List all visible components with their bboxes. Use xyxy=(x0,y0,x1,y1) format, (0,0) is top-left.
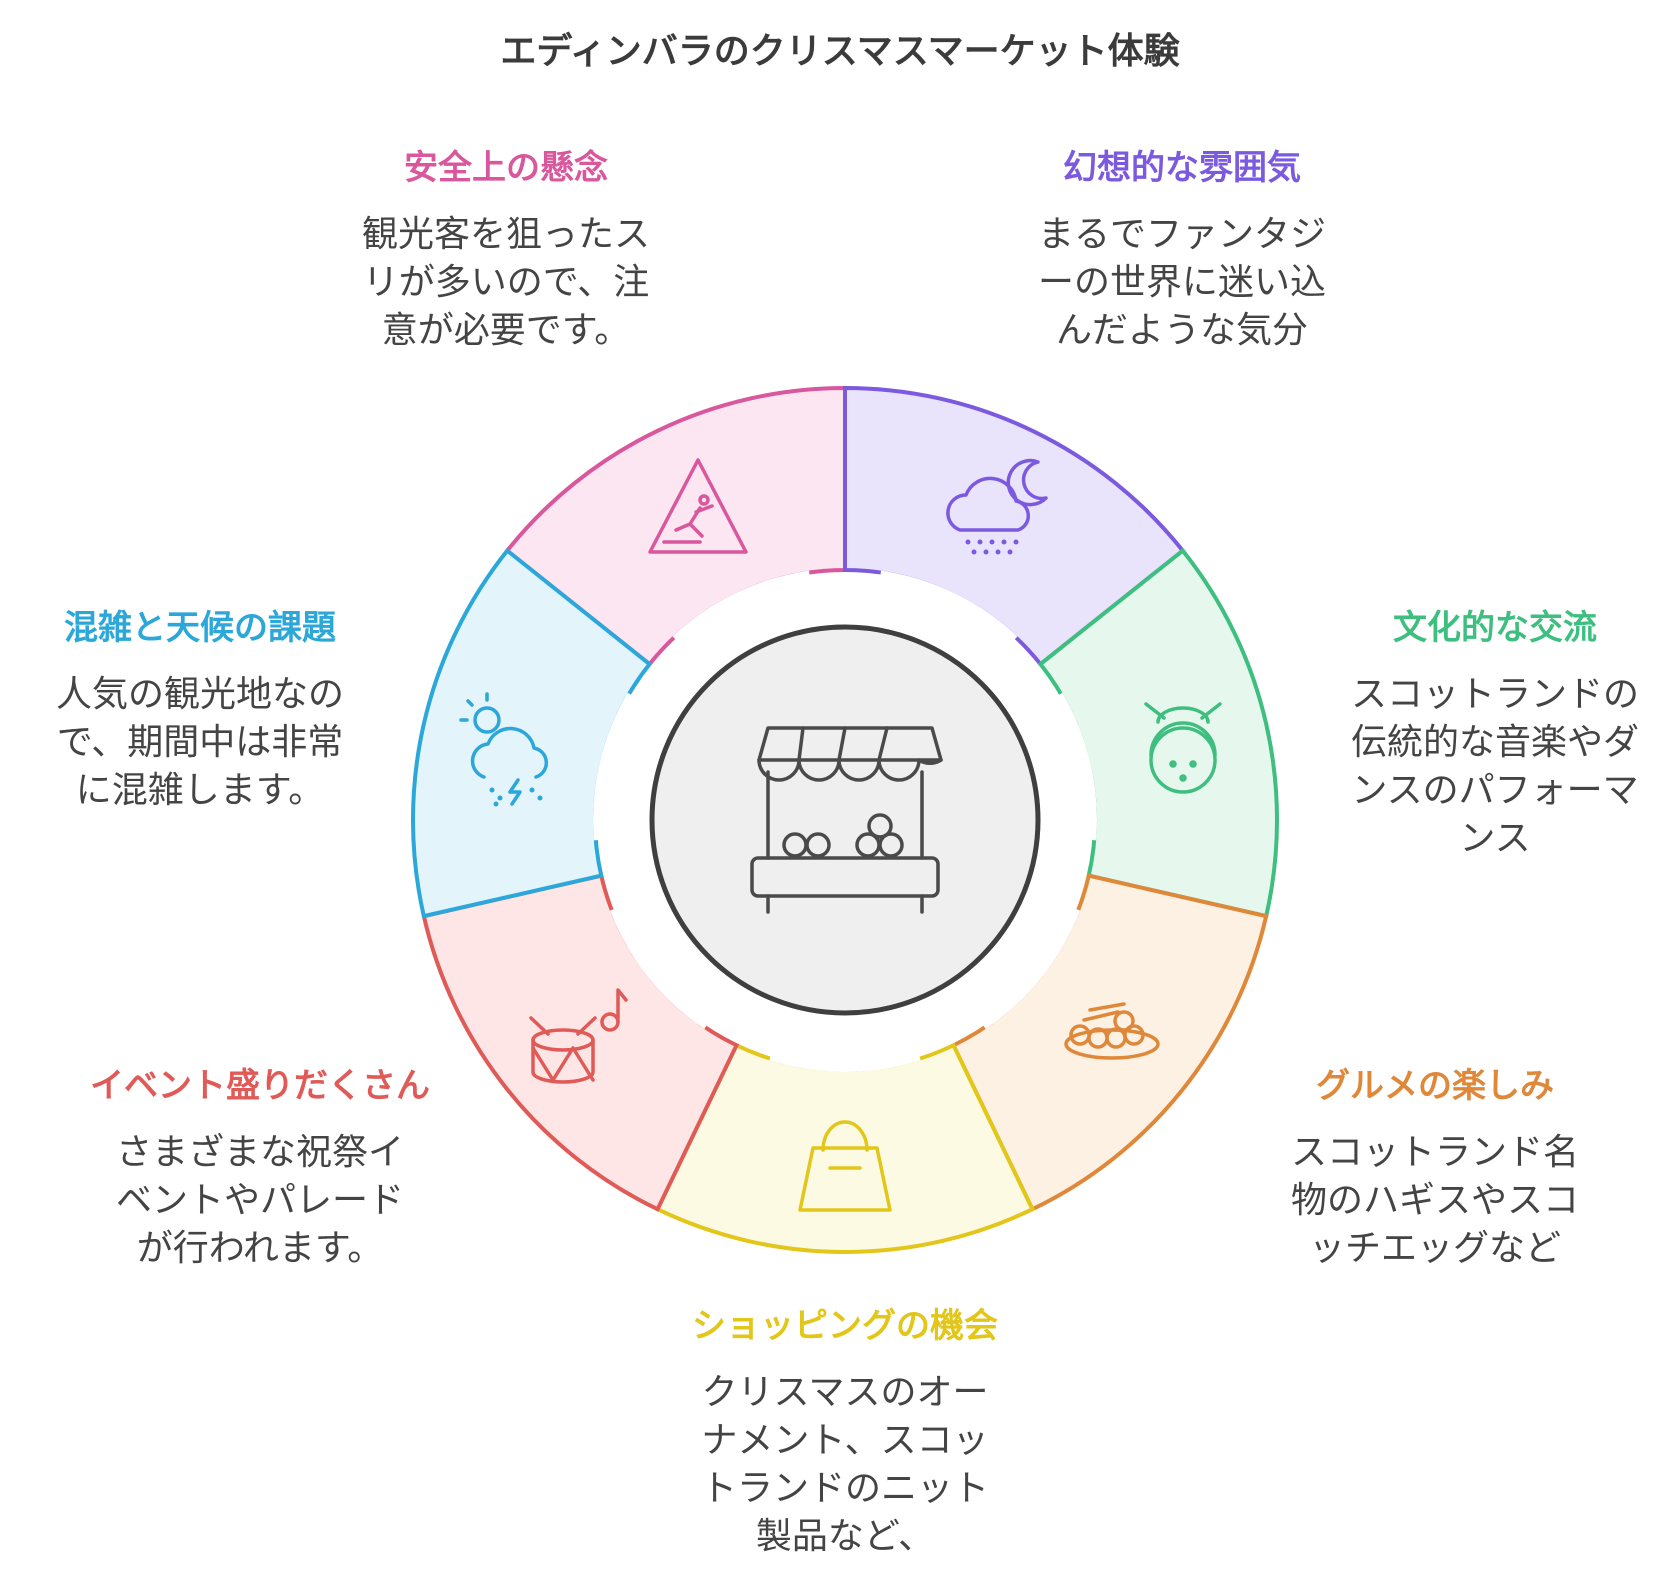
topic-body-line: トランドのニット xyxy=(700,1467,989,1509)
topic-heading: グルメの楽しみ xyxy=(1316,1066,1554,1106)
topic-body-line: ンスのパフォーマ xyxy=(1351,769,1639,811)
topic-events: イベント盛りだくさん さまざまな祝祭イ ベントやパレード が行われます。 xyxy=(40,1066,480,1273)
topic-body-line: スコットランド名 xyxy=(1290,1131,1579,1173)
topic-body-line: クリスマスのオー xyxy=(701,1371,989,1413)
topic-body-line: ンス xyxy=(1459,817,1531,859)
center-hub xyxy=(649,624,1041,1016)
wheel-gap-gourmet xyxy=(954,890,1081,1030)
topic-body-line: 物のハギスやスコ xyxy=(1290,1179,1579,1221)
wheel-gap-shopping xyxy=(769,1006,921,1072)
wheel-inner-gaps xyxy=(593,570,1097,1072)
topic-body-line: ーの世界に迷い込 xyxy=(1037,261,1326,303)
topic-body-line: ッチエッグなど xyxy=(1308,1227,1561,1269)
topic-gourmet: グルメの楽しみ スコットランド名 物のハギスやスコ ッチエッグなど xyxy=(1250,1066,1620,1273)
warning-slip-icon xyxy=(648,458,748,554)
market-stall-icon xyxy=(750,726,943,914)
topic-body-line: が行われます。 xyxy=(136,1227,384,1269)
topic-heading: 幻想的な雰囲気 xyxy=(1063,148,1301,188)
topic-body-line: 観光客を狙ったス xyxy=(361,213,650,255)
drum-music-icon xyxy=(529,988,628,1084)
topic-crowds: 混雑と天候の課題 人気の観光地なの で、期間中は非常 に混雑します。 xyxy=(20,608,380,815)
wheel-gap-culture xyxy=(1014,692,1097,841)
snow-cloud-moon-icon xyxy=(946,458,1048,555)
topic-heading: 安全上の懸念 xyxy=(404,148,608,188)
topic-body-line: 意が必要です。 xyxy=(381,309,631,351)
topic-body-line: ベントやパレード xyxy=(115,1179,404,1221)
topic-body-line: まるでファンタジ xyxy=(1037,213,1326,255)
diagram-title: エディンバラのクリスマスマーケット体験 xyxy=(500,31,1180,72)
shopping-bag-icon xyxy=(798,1120,892,1212)
topic-heading: 混雑と天候の課題 xyxy=(64,608,336,648)
topic-body-line: んだような気分 xyxy=(1055,309,1308,351)
topic-safety: 安全上の懸念 観光客を狙ったス リが多いので、注 意が必要です。 xyxy=(286,148,726,355)
wheel-gap-safety xyxy=(672,570,817,678)
topic-shopping: ショッピングの機会 クリスマスのオー ナメント、スコッ トランドのニット 製品な… xyxy=(625,1306,1065,1561)
storm-cloud-sun-icon xyxy=(459,692,549,807)
topic-atmosphere: 幻想的な雰囲気 まるでファンタジ ーの世界に迷い込 んだような気分 xyxy=(962,148,1402,355)
topic-body-line: ナメント、スコッ xyxy=(701,1419,989,1461)
topic-heading: 文化的な交流 xyxy=(1393,608,1597,648)
topic-culture: 文化的な交流 スコットランドの 伝統的な音楽やダ ンスのパフォーマ ンス xyxy=(1315,608,1675,863)
food-platter-icon xyxy=(1064,1002,1160,1060)
topic-heading: ショッピングの機会 xyxy=(692,1306,998,1346)
topic-body-line: 製品など、 xyxy=(755,1515,935,1557)
geisha-face-icon xyxy=(1144,702,1222,794)
topic-body-line: 人気の観光地なの xyxy=(55,673,344,715)
wheel-gap-crowds xyxy=(593,692,676,841)
topic-heading: イベント盛りだくさん xyxy=(90,1066,430,1106)
wheel-gap-atmosphere xyxy=(873,570,1018,678)
topic-body-line: リが多いので、注 xyxy=(362,261,650,303)
topic-body-line: さまざまな祝祭イ xyxy=(115,1131,404,1173)
topic-body-line: 伝統的な音楽やダ xyxy=(1350,721,1639,763)
wheel-gap-events xyxy=(609,890,736,1030)
topic-body-line: で、期間中は非常 xyxy=(56,721,344,763)
topic-body-line: スコットランドの xyxy=(1350,673,1639,715)
topic-body-line: に混雑します。 xyxy=(75,769,325,811)
